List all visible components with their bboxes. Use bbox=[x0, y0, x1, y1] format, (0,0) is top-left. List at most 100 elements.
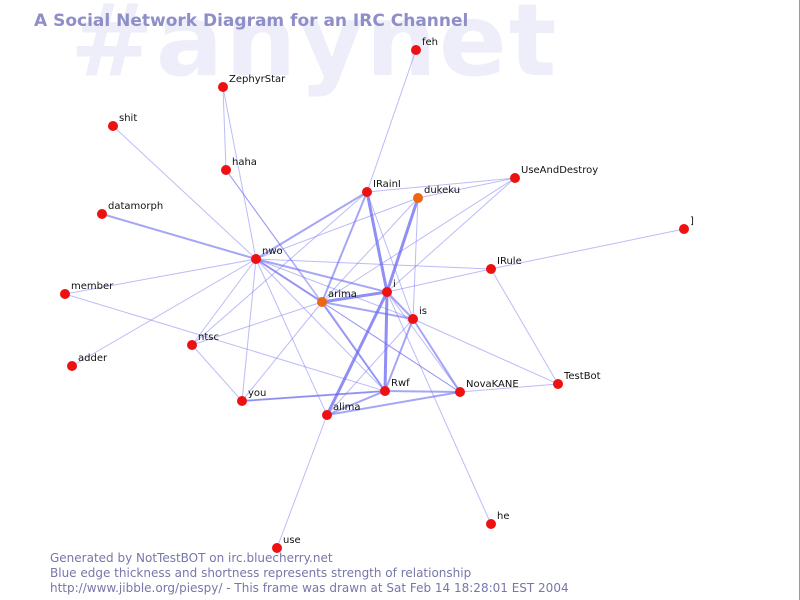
edge-IRainI-feh bbox=[366, 49, 417, 193]
node-UseAndDestroy: UseAndDestroy bbox=[510, 165, 598, 183]
edge-nwo-NovaKANE bbox=[255, 258, 461, 393]
edge-IRainI-i bbox=[365, 191, 389, 293]
edge-nwo-adder bbox=[71, 258, 257, 367]
node-dot bbox=[553, 379, 563, 389]
node-label: IRainI bbox=[373, 179, 401, 190]
node-dot bbox=[411, 45, 421, 55]
edge-alima-NovaKANE bbox=[326, 391, 461, 416]
diagram-title: A Social Network Diagram for an IRC Chan… bbox=[34, 11, 469, 31]
node-dot bbox=[362, 187, 372, 197]
edge-nwo-arima bbox=[255, 258, 323, 303]
nodes-layer: fehZephyrStarshithahadatamorphIRainIduke… bbox=[60, 37, 694, 553]
node-label: ntsc bbox=[198, 332, 219, 343]
node-label: IRule bbox=[497, 256, 522, 267]
edge-IRainI-ntsc bbox=[191, 191, 368, 346]
node-he: he bbox=[486, 511, 510, 529]
node-label: UseAndDestroy bbox=[521, 165, 598, 176]
node-label: ] bbox=[690, 216, 694, 227]
channel-watermark: #anynet bbox=[70, 0, 559, 99]
edge-arima-ntsc bbox=[191, 301, 323, 346]
edge-arima-is bbox=[321, 301, 414, 320]
edge-is-alima bbox=[326, 318, 414, 416]
edge-dukeku-i bbox=[385, 197, 420, 293]
node-label: datamorph bbox=[108, 201, 163, 212]
node-haha: haha bbox=[221, 157, 257, 175]
node-dot bbox=[251, 254, 261, 264]
node-dot bbox=[322, 410, 332, 420]
node-NovaKANE: NovaKANE bbox=[455, 379, 519, 397]
edge-nwo-member bbox=[64, 258, 257, 295]
node-member: member bbox=[60, 281, 114, 299]
footer: Generated by NotTestBOT on irc.bluecherr… bbox=[50, 551, 569, 596]
edge-i-he bbox=[386, 291, 492, 525]
edge-nwo-dukeku bbox=[255, 197, 419, 260]
node-dot bbox=[413, 193, 423, 203]
edge-alima-use bbox=[276, 414, 328, 549]
node-dot bbox=[60, 289, 70, 299]
edge-nwo-you bbox=[241, 258, 257, 402]
node-alima: alima bbox=[322, 402, 361, 420]
edge-dukeku-UseAndDestroy bbox=[417, 177, 516, 199]
node-dot bbox=[408, 314, 418, 324]
edges-layer bbox=[64, 49, 685, 549]
node-label: i bbox=[393, 279, 396, 290]
node-label: dukeku bbox=[424, 185, 460, 196]
edge-is-Rwf bbox=[384, 318, 414, 392]
node-label: feh bbox=[422, 37, 438, 48]
node-dot bbox=[455, 387, 465, 397]
edge-is-NovaKANE bbox=[412, 318, 461, 393]
node-dot bbox=[218, 82, 228, 92]
edge-i-Rwf bbox=[383, 291, 389, 392]
node-label: use bbox=[283, 535, 301, 546]
node-dot bbox=[679, 224, 689, 234]
node-feh: feh bbox=[411, 37, 438, 55]
edge-datamorph-nwo bbox=[101, 213, 257, 260]
node-label: haha bbox=[232, 157, 257, 168]
node-dot bbox=[97, 209, 107, 219]
node-dot bbox=[317, 297, 327, 307]
node-ntsc: ntsc bbox=[187, 332, 219, 350]
node-dot bbox=[108, 121, 118, 131]
edge-arima-you bbox=[241, 301, 323, 402]
edge-member-Rwf bbox=[64, 293, 386, 392]
edge-nwo-alima bbox=[255, 258, 328, 416]
edge-arima-i bbox=[321, 290, 388, 304]
edge-nwo-IRule bbox=[255, 258, 492, 270]
node-dot bbox=[380, 386, 390, 396]
node-dot bbox=[510, 173, 520, 183]
node-shit: shit bbox=[108, 113, 137, 131]
edge-nwo-IRainI bbox=[255, 191, 368, 260]
node-dukeku: dukeku bbox=[413, 185, 460, 203]
node-label: Rwf bbox=[391, 378, 410, 389]
node-nwo: nwo bbox=[251, 246, 283, 264]
node-dot bbox=[67, 361, 77, 371]
node-label: he bbox=[497, 511, 510, 522]
edge-IRule-i bbox=[386, 268, 492, 293]
node-Rwf: Rwf bbox=[380, 378, 410, 396]
node-label: TestBot bbox=[563, 371, 601, 382]
edge-ntsc-you bbox=[191, 344, 243, 402]
node-label: member bbox=[71, 281, 114, 292]
edge-Rwf-alima bbox=[326, 390, 386, 416]
node-adder: adder bbox=[67, 353, 108, 371]
edge-UseAndDestroy-i bbox=[386, 177, 516, 293]
edge-IRule-TestBot bbox=[490, 268, 559, 385]
edge-i-is bbox=[386, 291, 414, 320]
edge-Rwf-you bbox=[241, 390, 386, 402]
edge-nwo-i bbox=[255, 258, 388, 293]
node-dot bbox=[486, 264, 496, 274]
node-dot bbox=[382, 287, 392, 297]
node-label: arima bbox=[328, 289, 357, 300]
node-IRainI: IRainI bbox=[362, 179, 401, 197]
node-datamorph: datamorph bbox=[97, 201, 163, 219]
edge-shit-nwo bbox=[112, 125, 257, 260]
edge-ZephyrStar-haha bbox=[222, 86, 227, 171]
footer-legend: Blue edge thickness and shortness repres… bbox=[50, 566, 472, 580]
footer-link[interactable]: http://www.jibble.org/piespy/ - This fra… bbox=[50, 581, 569, 595]
node-dot bbox=[272, 543, 282, 553]
node-label: shit bbox=[119, 113, 137, 124]
node-use: use bbox=[272, 535, 301, 553]
edge-IRainI-UseAndDestroy bbox=[366, 177, 516, 193]
edge-dukeku-is bbox=[412, 197, 419, 320]
